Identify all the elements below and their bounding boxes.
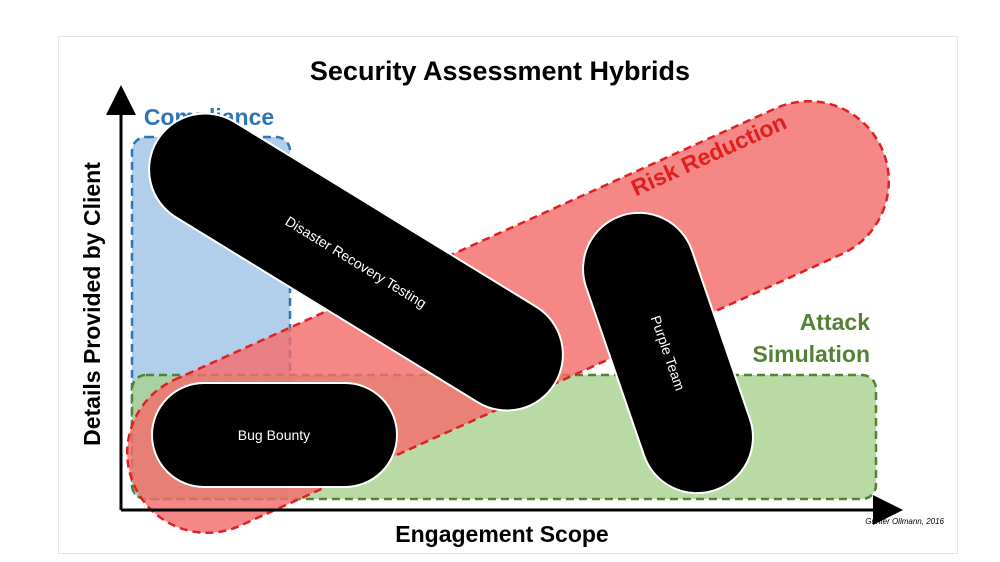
y-axis-label: Details Provided by Client [79, 162, 105, 446]
credit-text: Gunter Ollmann, 2016 [865, 517, 944, 526]
bug-bounty-label: Bug Bounty [238, 427, 310, 443]
bug-bounty-pill [151, 382, 398, 488]
attack-simulation-label-line2: Simulation [752, 341, 870, 367]
attack-simulation-label-line1: Attack [800, 309, 871, 335]
disaster-recovery-pill [148, 112, 564, 412]
diagram-title: Security Assessment Hybrids [310, 56, 690, 86]
x-axis-label: Engagement Scope [395, 521, 608, 547]
purple-team-pill [582, 211, 754, 495]
